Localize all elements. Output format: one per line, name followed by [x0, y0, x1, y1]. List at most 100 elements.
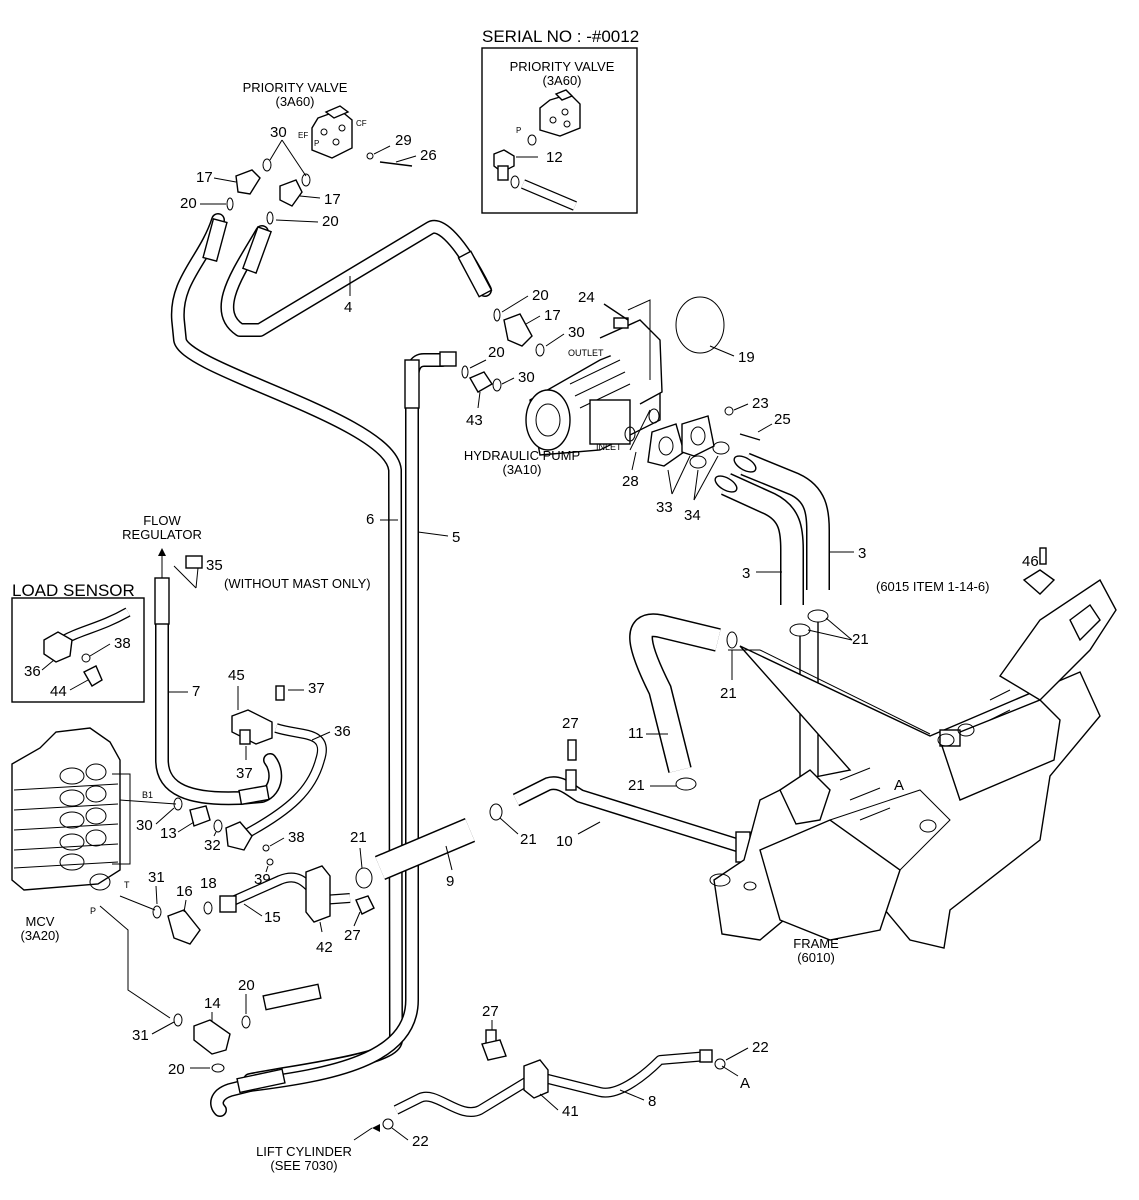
callout-17b: 17 [324, 191, 341, 208]
elbow-16 [167, 909, 201, 945]
hydraulic-pump: INLET [525, 317, 663, 456]
inset-priority-valve-code: (3A60) [542, 73, 581, 88]
screw-37a [275, 685, 285, 701]
callout-46: 46 [1022, 553, 1039, 570]
callout-14: 14 [204, 995, 221, 1012]
inset-priority-valve-label: PRIORITY VALVE [510, 59, 615, 74]
callout-17c: 17 [544, 307, 561, 324]
inset-priority-valve-icon [539, 89, 581, 137]
inset-hose-end [521, 179, 577, 211]
callout-37a: 37 [308, 680, 325, 697]
item-ref: (6015 ITEM 1-14-6) [876, 579, 989, 594]
hose-clamp-34 [689, 441, 730, 469]
bracket-42 [305, 865, 331, 923]
hydraulic-pump-label: HYDRAULIC PUMP [464, 448, 580, 463]
hose-9 [374, 818, 476, 880]
ref-a-label: A [740, 1075, 750, 1092]
callout-17a: 17 [196, 169, 213, 186]
screw-37b [239, 729, 251, 745]
fitting-20d-nut [439, 351, 457, 367]
lift-cylinder-line2: (SEE 7030) [270, 1158, 337, 1173]
callout-20c: 20 [532, 287, 549, 304]
o-ring-19 [675, 296, 725, 354]
callout-30b: 30 [568, 324, 585, 341]
priority-valve: PRIORITY VALVE (3A60) EF CF P [243, 80, 367, 159]
hose-7 [154, 577, 283, 806]
callout-38b: 38 [288, 829, 305, 846]
frame-label: FRAME [793, 936, 839, 951]
serial-no-label: SERIAL NO : -#0012 [482, 27, 639, 46]
callout-6: 6 [366, 511, 374, 528]
callout-22b: 22 [412, 1133, 429, 1150]
callout-20d: 20 [488, 344, 505, 361]
clamp-21a [789, 609, 829, 637]
callout-22a: 22 [752, 1039, 769, 1056]
callout-13: 13 [160, 825, 177, 842]
without-mast-label: (WITHOUT MAST ONLY) [224, 576, 371, 591]
port-inlet: INLET [596, 442, 622, 452]
mcv-port-p: P [90, 906, 96, 916]
callout-20a: 20 [180, 195, 197, 212]
fitting-27a [567, 739, 577, 761]
callout-18: 18 [200, 875, 217, 892]
hose-end-lower [262, 983, 322, 1011]
callout-43: 43 [466, 412, 483, 429]
clamp-21c [675, 777, 697, 791]
lift-cylinder-line1: LIFT CYLINDER [256, 1144, 352, 1159]
callout-11: 11 [628, 725, 644, 742]
callout-26: 26 [420, 147, 437, 164]
callout-33: 33 [656, 499, 673, 516]
callout-27a: 27 [562, 715, 579, 732]
callout-5: 5 [452, 529, 460, 546]
callout-36a: 36 [24, 663, 41, 680]
callout-32: 32 [204, 837, 221, 854]
callout-36b: 36 [334, 723, 351, 740]
callout-23: 23 [752, 395, 769, 412]
callout-45: 45 [228, 667, 245, 684]
callout-16: 16 [176, 883, 193, 900]
callout-31a: 31 [148, 869, 165, 886]
mcv-port-b1: B1 [142, 790, 153, 800]
port-p: P [314, 139, 319, 148]
callout-42: 42 [316, 939, 333, 956]
elbow-fitting-17c [503, 313, 533, 347]
callout-30a: 30 [270, 124, 287, 141]
callout-20f: 20 [168, 1061, 185, 1078]
inset-port-p: P [516, 126, 521, 135]
callout-38a: 38 [114, 635, 131, 652]
callout-7: 7 [192, 683, 200, 700]
fitting-27b [355, 895, 375, 915]
serial-no-inset: SERIAL NO : -#0012 PRIORITY VALVE (3A60)… [481, 27, 639, 214]
tube-36 [243, 723, 327, 839]
callout-35: 35 [206, 557, 223, 574]
callout-41: 41 [562, 1103, 579, 1120]
frame-code: (6010) [797, 950, 835, 965]
hose-5 [210, 353, 449, 1117]
load-sensor-inset: LOAD SENSOR [11, 581, 145, 703]
callout-9: 9 [446, 873, 454, 890]
elbow-fitting-17a [235, 169, 261, 195]
hydraulic-pump-code: (3A10) [502, 462, 541, 477]
callout-20e: 20 [238, 977, 255, 994]
callout-28: 28 [622, 473, 639, 490]
callout-44: 44 [50, 683, 67, 700]
fitting-27c [481, 1029, 507, 1061]
callout-37b: 37 [236, 765, 253, 782]
tube-8 [393, 1049, 713, 1117]
elbow-38 [225, 821, 253, 851]
port-cf: CF [356, 119, 367, 128]
priority-valve-code: (3A60) [275, 94, 314, 109]
elbow-14 [193, 1019, 231, 1055]
callout-8: 8 [648, 1093, 656, 1110]
mcv-label: MCV [26, 914, 55, 929]
flange-33 [647, 415, 715, 467]
inset-elbow-fitting [493, 149, 515, 181]
hose-4 [170, 213, 493, 1087]
callout-4: 4 [344, 299, 352, 316]
callout-27b: 27 [344, 927, 361, 944]
priority-valve-label: PRIORITY VALVE [243, 80, 348, 95]
frame [709, 578, 1117, 949]
callout-21e: 21 [520, 831, 537, 848]
callout-27c: 27 [482, 1003, 499, 1020]
